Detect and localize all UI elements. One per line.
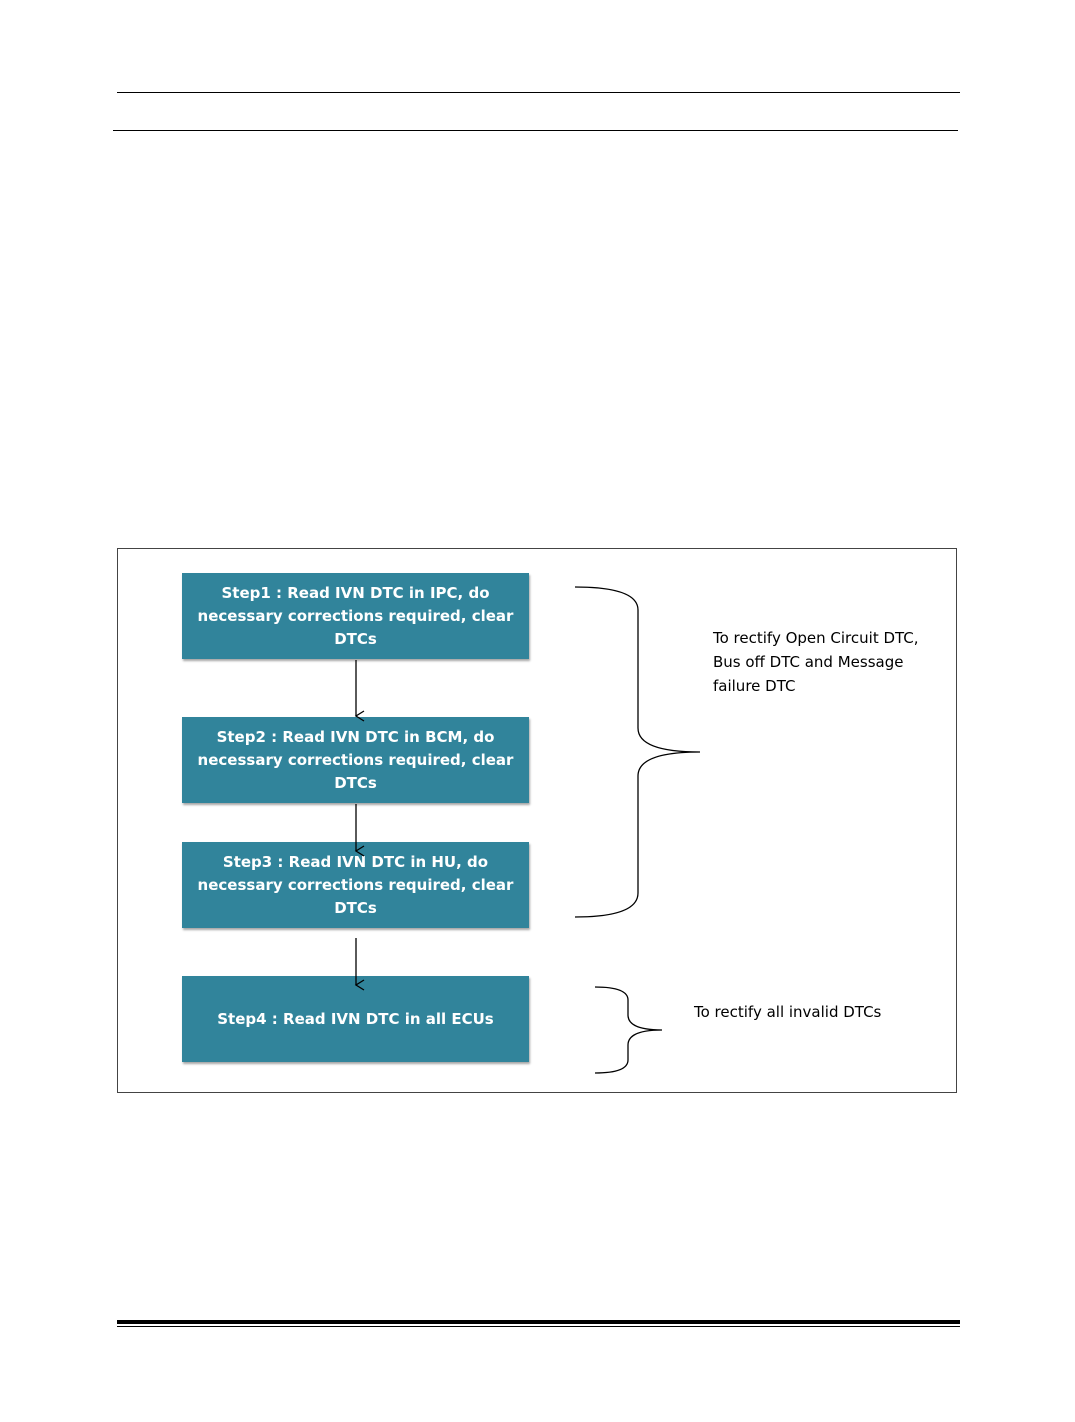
brace-step-4 bbox=[594, 986, 663, 1074]
footer-rule-thin bbox=[117, 1326, 960, 1327]
header-rule-top bbox=[117, 92, 960, 93]
brace-steps-1-3 bbox=[574, 586, 701, 918]
step2-label: Step2 : Read IVN DTC in BCM, do necessar… bbox=[197, 727, 514, 792]
step3-box: Step3 : Read IVN DTC in HU, do necessary… bbox=[182, 842, 529, 928]
footer-rule-thick bbox=[117, 1320, 960, 1324]
step1-box: Step1 : Read IVN DTC in IPC, do necessar… bbox=[182, 573, 529, 659]
step4-label: Step4 : Read IVN DTC in all ECUs bbox=[217, 1009, 494, 1028]
header-rule-bottom bbox=[113, 130, 958, 131]
step2-box: Step2 : Read IVN DTC in BCM, do necessar… bbox=[182, 717, 529, 803]
diagram-frame bbox=[117, 548, 957, 1093]
step3-label: Step3 : Read IVN DTC in HU, do necessary… bbox=[197, 852, 514, 917]
annotation-group1: To rectify Open Circuit DTC, Bus off DTC… bbox=[713, 629, 919, 695]
annotation-group2: To rectify all invalid DTCs bbox=[694, 1003, 882, 1021]
step1-label: Step1 : Read IVN DTC in IPC, do necessar… bbox=[197, 583, 514, 648]
